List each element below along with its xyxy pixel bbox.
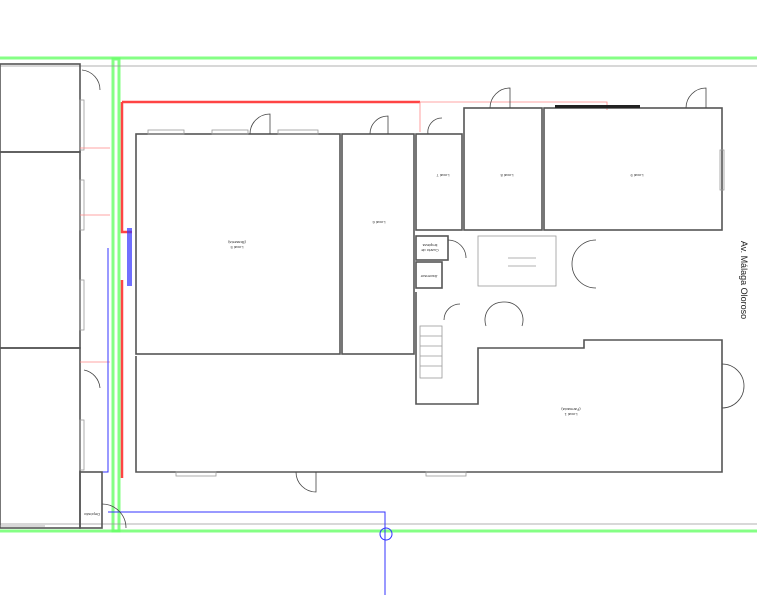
label-local6: Local 6 xyxy=(372,220,386,225)
blue-line xyxy=(88,228,393,595)
label-local7: Local 7 xyxy=(436,173,450,178)
label-deposito: Depósito xyxy=(83,512,100,517)
label-local5: Local 5 xyxy=(230,245,244,250)
label-ascensor: Ascensor xyxy=(420,274,437,279)
label-cuarto: Cuarto de xyxy=(420,248,438,253)
label-local1: Local 1 xyxy=(564,412,578,417)
site-boundary xyxy=(0,56,757,533)
label-cuarto-note: limpieza xyxy=(422,243,437,248)
building-walls xyxy=(79,87,745,529)
neighbour-buildings xyxy=(0,63,110,529)
label-local5-note: (Brasería) xyxy=(227,240,245,245)
room-labels: Local 5(Brasería) Local 6 Local 7 Local … xyxy=(83,173,749,517)
label-local8: Local 8 xyxy=(500,173,514,178)
label-local9: Local 9 xyxy=(630,173,644,178)
label-local1-note: (Farmacia) xyxy=(561,407,581,412)
street-label: Av. Málaga Oloroso xyxy=(739,241,749,319)
red-conduit xyxy=(120,100,608,478)
